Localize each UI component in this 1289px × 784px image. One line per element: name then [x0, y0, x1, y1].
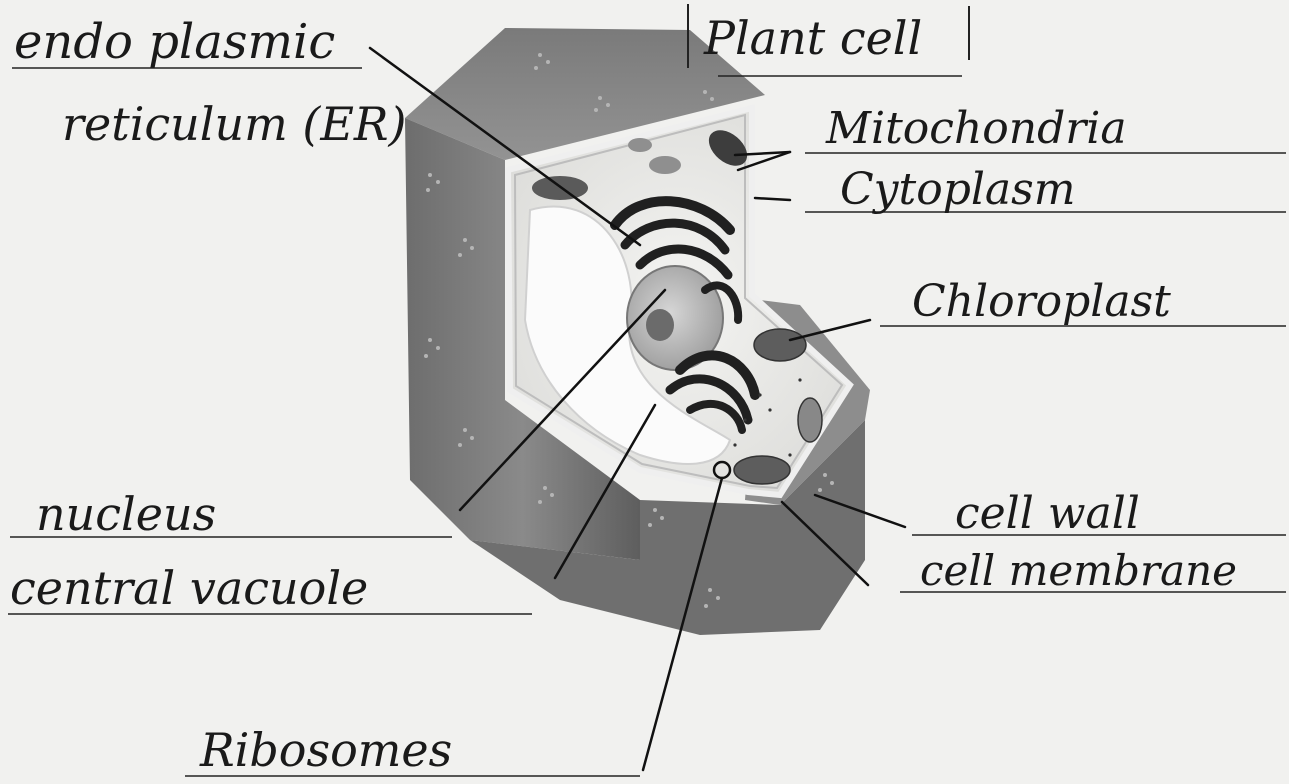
label-nucleus: nucleus: [36, 487, 216, 541]
mitochondrion: [649, 156, 681, 174]
chloroplast: [798, 398, 822, 442]
label-cytoplasm: Cytoplasm: [840, 164, 1075, 215]
label-er-line1: endo plasmic: [14, 14, 335, 70]
chloroplast: [754, 329, 806, 361]
diagram-title: Plant cell: [703, 11, 922, 65]
label-chloroplast: Chloroplast: [912, 276, 1171, 327]
label-cell-wall: cell wall: [955, 488, 1140, 539]
label-er-line2: reticulum (ER): [62, 97, 406, 151]
label-central-vacuole: central vacuole: [10, 561, 368, 615]
leader-cytoplasm: [755, 198, 790, 200]
mitochondrion: [628, 138, 652, 152]
label-mitochondria: Mitochondria: [825, 103, 1127, 154]
label-cell-membrane: cell membrane: [920, 546, 1237, 595]
chloroplast: [734, 456, 790, 484]
cell-illustration: [405, 28, 870, 635]
label-ribosomes: Ribosomes: [199, 723, 452, 777]
nucleolus: [646, 309, 674, 341]
